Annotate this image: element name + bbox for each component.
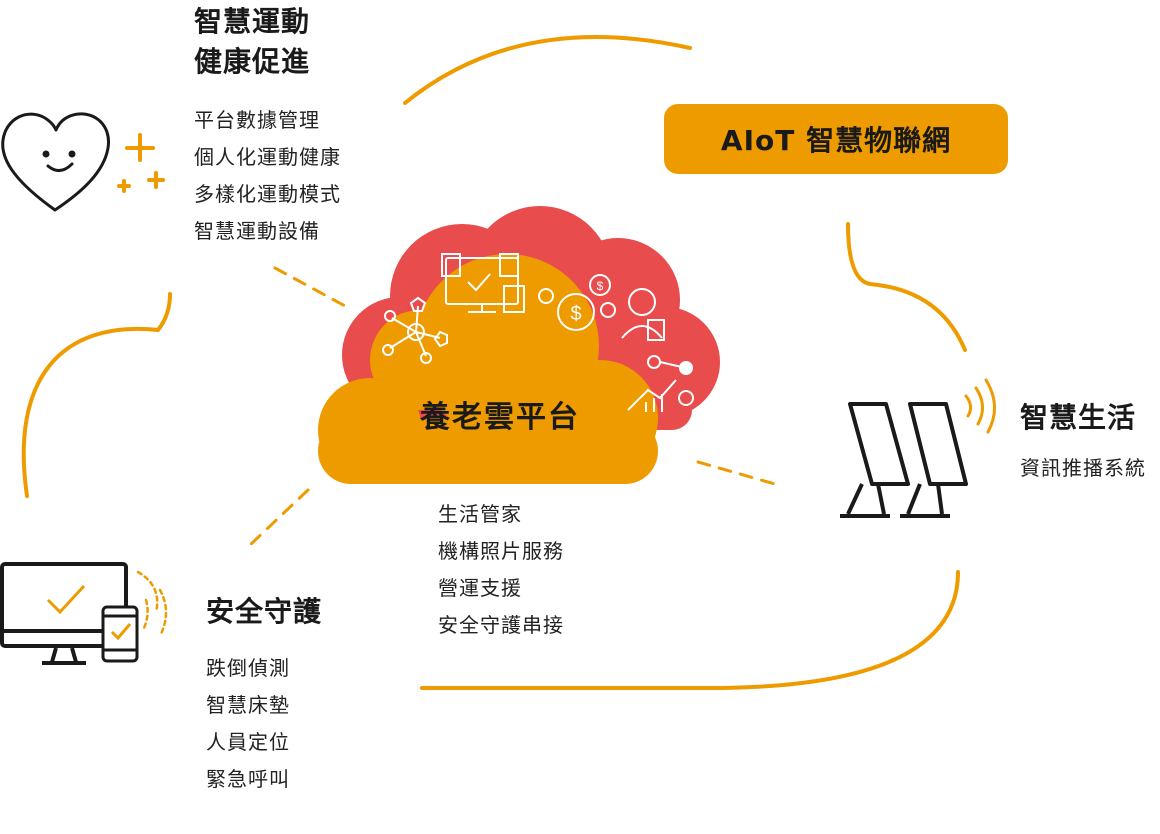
arc-top xyxy=(403,34,692,105)
cloud-platform-title: 養老雲平台 xyxy=(420,400,580,435)
sports-heading: 智慧運動 健康促進 xyxy=(194,2,310,82)
list-item: 智慧運動設備 xyxy=(194,219,320,243)
list-item: 機構照片服務 xyxy=(438,539,564,563)
phone-check-icon xyxy=(101,605,139,663)
svg-text:$: $ xyxy=(597,279,604,293)
plus-icon xyxy=(117,133,165,193)
network-node-icon xyxy=(382,296,448,364)
list-item: 個人化運動健康 xyxy=(194,145,341,169)
svg-text:$: $ xyxy=(570,303,581,325)
aiot-badge-label: AIoT 智慧物聯網 xyxy=(720,124,952,157)
list-item: 人員定位 xyxy=(206,730,290,754)
person-icon xyxy=(621,288,665,341)
list-item: 跌倒偵測 xyxy=(206,656,290,680)
signage-display-icon xyxy=(840,402,968,518)
list-item: 緊急呼叫 xyxy=(206,767,290,791)
life-heading: 智慧生活 xyxy=(1020,401,1137,434)
list-item: 安全守護串接 xyxy=(438,613,564,637)
arc-bottom xyxy=(420,570,960,691)
sports-heading-line-1: 智慧運動 xyxy=(194,5,311,38)
dash-safety xyxy=(248,488,310,547)
safety-list: 跌倒偵測 智慧床墊 人員定位 緊急呼叫 xyxy=(206,650,290,798)
wifi-signal-icon xyxy=(964,378,996,434)
heart-face-icon xyxy=(1,112,110,212)
dollar-icon: $ $ xyxy=(538,274,616,331)
document-monitor-icon xyxy=(441,253,525,313)
signal-waves-icon xyxy=(136,570,168,638)
list-item: 多樣化運動模式 xyxy=(194,182,341,206)
sports-heading-line-2: 健康促進 xyxy=(194,45,311,78)
list-item: 生活管家 xyxy=(438,502,522,526)
dash-sports xyxy=(273,266,347,308)
arc-right xyxy=(846,222,967,352)
dash-life xyxy=(696,460,777,486)
safety-heading: 安全守護 xyxy=(206,595,323,628)
life-list: 資訊推播系統 xyxy=(1020,450,1146,487)
chart-icon xyxy=(627,355,694,412)
list-item: 平台數據管理 xyxy=(194,108,320,132)
list-item: 資訊推播系統 xyxy=(1020,456,1146,480)
list-item: 智慧床墊 xyxy=(206,693,290,717)
arc-left xyxy=(21,292,172,498)
list-item: 營運支援 xyxy=(438,576,522,600)
aiot-badge: AIoT 智慧物聯網 xyxy=(664,104,1008,174)
center-list: 生活管家 機構照片服務 營運支援 安全守護串接 xyxy=(438,496,564,644)
sports-list: 平台數據管理 個人化運動健康 多樣化運動模式 智慧運動設備 xyxy=(194,102,341,250)
